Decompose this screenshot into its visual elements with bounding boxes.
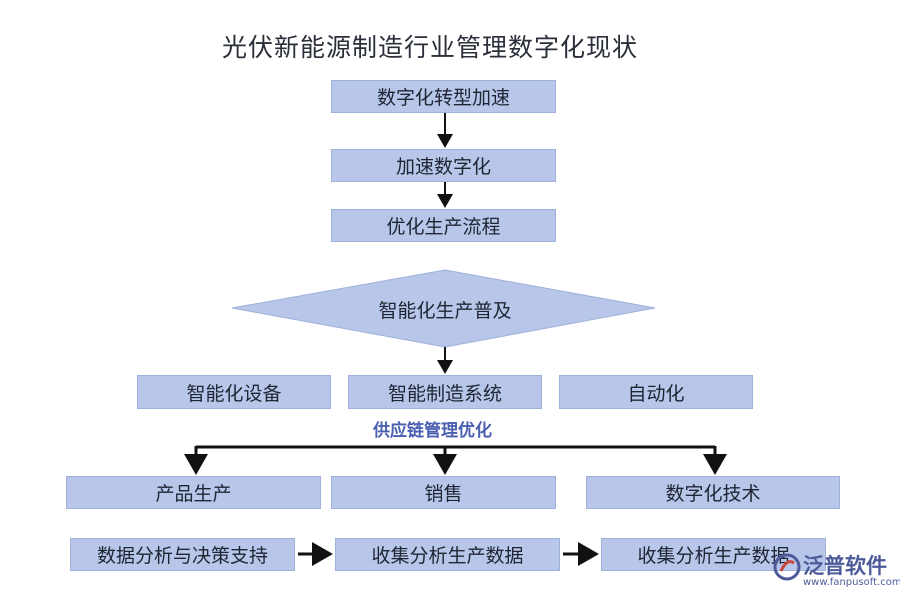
data-analysis-box: 数据分析与决策支持 (70, 538, 295, 571)
product-production-box: 产品生产 (66, 476, 321, 509)
step-accelerate-digital: 加速数字化 (331, 149, 556, 182)
fanpu-watermark: 泛普软件 www.fanpusoft.com (770, 548, 900, 596)
supply-chain-label: 供应链管理优化 (373, 421, 492, 441)
step-digital-transformation: 数字化转型加速 (331, 80, 556, 113)
smart-equipment-box: 智能化设备 (137, 375, 331, 409)
collect-data-box-1: 收集分析生产数据 (335, 538, 560, 571)
fanpu-logo-icon (773, 553, 801, 581)
smart-manufacturing-system-box: 智能制造系统 (348, 375, 542, 409)
watermark-url: www.fanpusoft.com (803, 577, 900, 588)
diamond-label: 智能化生产普及 (378, 300, 512, 322)
sales-box: 销售 (331, 476, 556, 509)
diagram-title: 光伏新能源制造行业管理数字化现状 (221, 33, 638, 62)
watermark-text: 泛普软件 (803, 554, 887, 578)
step-optimize-production: 优化生产流程 (331, 209, 556, 242)
automation-box: 自动化 (559, 375, 753, 409)
digital-technology-box: 数字化技术 (586, 476, 840, 509)
